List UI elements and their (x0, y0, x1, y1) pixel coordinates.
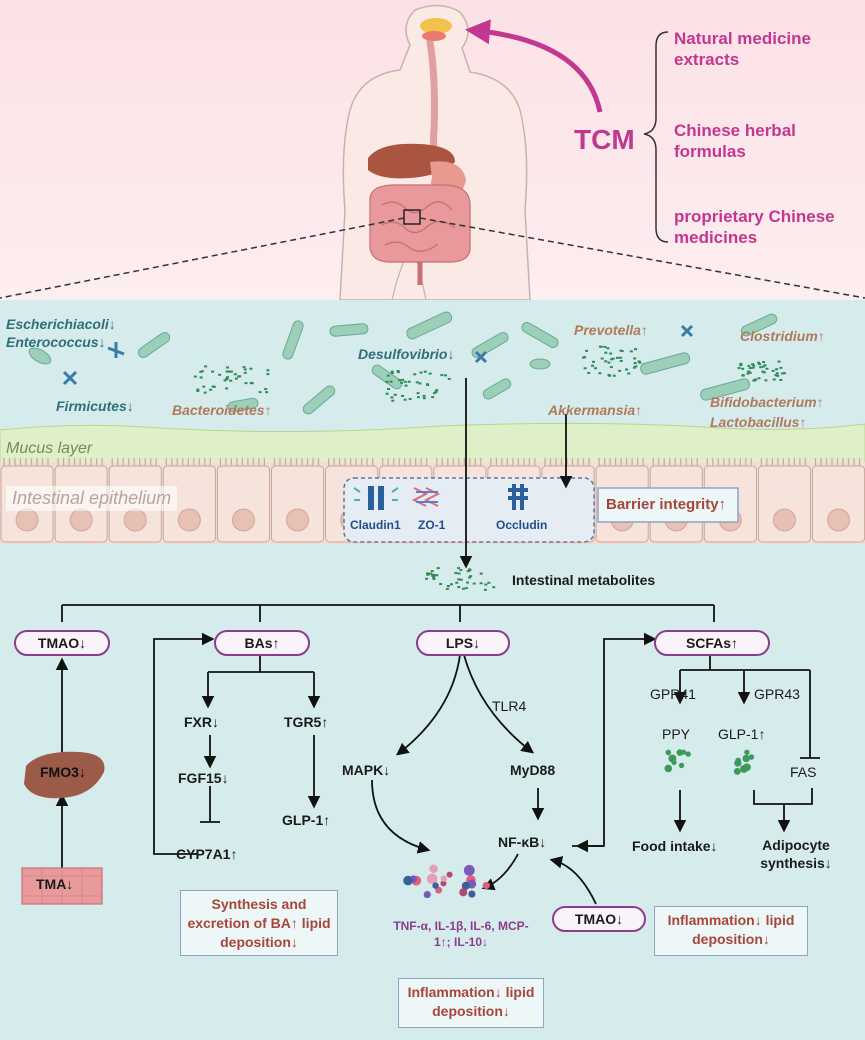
tcm-item-proprietary: proprietary Chinese medicines (674, 207, 835, 247)
gpr41-label: GPR41 (650, 686, 696, 702)
ppy-label: PPY (662, 726, 691, 742)
bacteria-akkermansia: Akkermansia↑ (548, 402, 643, 418)
tmao-pill: TMAO↓ (14, 630, 110, 656)
throat-icon (420, 18, 452, 34)
bacteria-clostridium: Clostridium↑ (740, 328, 825, 344)
mucus-layer-label: Mucus layer (6, 440, 93, 457)
tight-junction-panel (343, 477, 595, 543)
bacteria-bifidobacterium: Bifidobacterium↑ (710, 394, 824, 410)
tcm-item-herbal: Chinese herbal formulas (674, 121, 796, 161)
tmao2-pill: TMAO↓ (552, 906, 646, 932)
lps-outcome-box: Inflammation↓ lipid deposition↓ (398, 978, 544, 1028)
cyp7a1-label: CYP7A1↑ (176, 846, 238, 862)
fmo3-liver-icon (24, 751, 105, 799)
claudin-label: Claudin1 (350, 518, 401, 532)
mucus-layer (0, 422, 865, 465)
tcm-item-natural: Natural medicine extracts (674, 29, 811, 69)
zoom-box (403, 209, 421, 225)
bacteria-bacteroidetes: Bacteroidetes↑ (172, 402, 272, 418)
nfkb-label: NF-κB↓ (498, 834, 547, 850)
bas-outcome-box: Synthesis and excretion of BA↑ lipid dep… (180, 890, 338, 956)
myd88-label: MyD88 (510, 762, 556, 778)
intestinal-metabolites-label: Intestinal metabolites (512, 572, 656, 588)
cytokine-dots-icon (403, 864, 490, 899)
metabolite-dots-icon (193, 345, 787, 591)
zo1-label: ZO-1 (418, 518, 446, 532)
barrier-label: Barrier integrity↑ (606, 496, 727, 513)
lps-pill: LPS↓ (416, 630, 510, 656)
epithelium-label: Intestinal epithelium (6, 486, 178, 511)
bacteria-small-icon (62, 324, 694, 386)
tlr4-label: TLR4 (492, 698, 527, 714)
bacteria-icon (28, 311, 778, 415)
tight-junction-icon (353, 484, 528, 510)
bacteria-firmicutes: Firmicutes↓ (56, 398, 134, 414)
tcm-label: TCM (574, 124, 635, 155)
scfas-pill: SCFAs↑ (654, 630, 770, 656)
bas-glp1-label: GLP-1↑ (282, 812, 331, 828)
gpr43-label: GPR43 (754, 686, 800, 702)
mapk-label: MAPK↓ (342, 762, 391, 778)
tgr5-label: TGR5↑ (284, 714, 329, 730)
bacteria-enterococcus: Enterococcus↓ (6, 334, 106, 350)
cytokines-label: TNF-α, IL-1β, IL-6, MCP-1↑; IL-10↓ (393, 919, 529, 949)
bacteria-prevotella: Prevotella↑ (574, 322, 648, 338)
scfa-glp1-label: GLP-1↑ (718, 726, 766, 742)
tcm-arrow (465, 19, 603, 113)
bas-pill: BAs↑ (214, 630, 310, 656)
food-intake-label: Food intake↓ (632, 838, 718, 854)
fmo3-label: FMO3↓ (40, 764, 86, 780)
adipocyte-label: Adipocyte synthesis↓ (760, 837, 832, 871)
fxr-label: FXR↓ (184, 714, 219, 730)
scfa-outcome-box: Inflammation↓ lipid deposition↓ (654, 906, 808, 956)
bacteria-escherichia: Escherichiacoli↓ (6, 316, 116, 332)
barrier-box (597, 487, 739, 523)
bacteria-lactobacillus: Lactobacillus↑ (710, 414, 807, 430)
tcm-brace (643, 31, 669, 243)
occludin-label: Occludin (496, 518, 548, 532)
branch-lines (55, 604, 820, 905)
tma-label: TMA↓ (36, 876, 74, 892)
hormone-dots-icon (664, 749, 755, 775)
fas-label: FAS (790, 764, 817, 780)
bacteria-desulfovibrio: Desulfovibrio↓ (358, 346, 455, 362)
fgf15-label: FGF15↓ (178, 770, 229, 786)
